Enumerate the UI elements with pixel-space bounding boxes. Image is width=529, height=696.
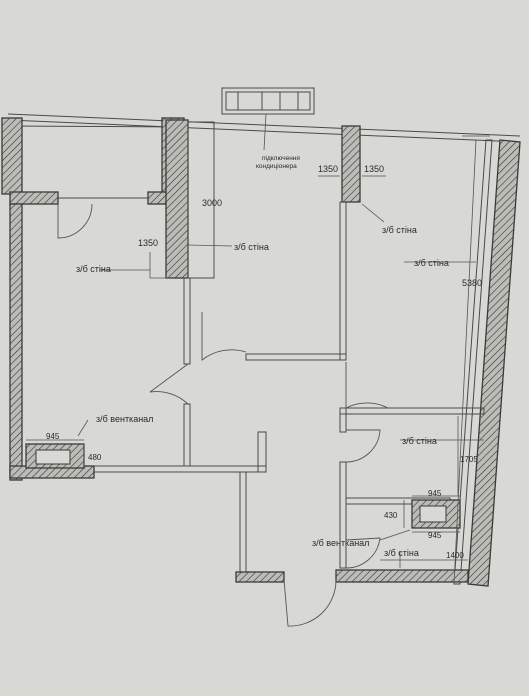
dim-945-right-top: 945	[428, 489, 442, 498]
label-wall-rc-right: з/б стіна	[414, 258, 449, 268]
wall-bottom-right	[335, 569, 469, 583]
door-room-right	[345, 362, 389, 409]
dim-1705: 1705	[460, 455, 478, 464]
top-window-lines	[7, 113, 521, 143]
dim-945-right-bottom: 945	[428, 531, 442, 540]
dim-3000: 3000	[202, 198, 222, 208]
door-balcony	[57, 203, 93, 239]
dimension-lines	[26, 130, 490, 585]
door-kitchen	[201, 312, 247, 361]
door-bath	[345, 429, 381, 463]
ac-note-line1: підключення	[262, 154, 300, 162]
ac-note-line2: кондиціонера	[256, 162, 297, 170]
doors	[57, 203, 389, 627]
door-room-left	[149, 363, 189, 405]
label-wall-rc-left: з/б стіна	[76, 264, 111, 274]
dim-5380: 5380	[462, 278, 482, 288]
column-center-left	[165, 119, 189, 279]
label-vent-right: з/б вентканал	[312, 538, 369, 548]
label-wall-rc-top-right: з/б стіна	[382, 225, 417, 235]
column-center-right	[341, 125, 361, 203]
label-wall-rc-bottom: з/б стіна	[384, 548, 419, 558]
label-wall-rc-bath: з/б стіна	[402, 436, 437, 446]
wall-balcony-sill-left	[9, 191, 59, 205]
label-vent-left: з/б вентканал	[96, 414, 153, 424]
wall-right	[467, 139, 521, 587]
door-entrance	[283, 579, 337, 627]
dim-945-left: 945	[46, 432, 60, 441]
ac-unit	[221, 87, 315, 115]
door-wc	[345, 537, 381, 569]
dim-1350-top-left: 1350	[318, 164, 338, 174]
partitions	[183, 201, 485, 575]
label-wall-rc-center: з/б стіна	[234, 242, 269, 252]
dim-1350-left: 1350	[138, 238, 158, 248]
wall-top-left	[1, 117, 23, 195]
dim-1400: 1400	[446, 551, 464, 560]
vent-shaft-right	[411, 499, 461, 529]
vent-shaft-left	[25, 443, 85, 469]
wall-right-inner	[453, 139, 493, 585]
dim-480: 480	[88, 453, 102, 462]
dim-1350-top-right: 1350	[364, 164, 384, 174]
wall-entrance-left	[235, 571, 285, 583]
dim-430: 430	[384, 511, 398, 520]
wall-left	[9, 203, 23, 481]
ac-leader	[263, 113, 267, 151]
